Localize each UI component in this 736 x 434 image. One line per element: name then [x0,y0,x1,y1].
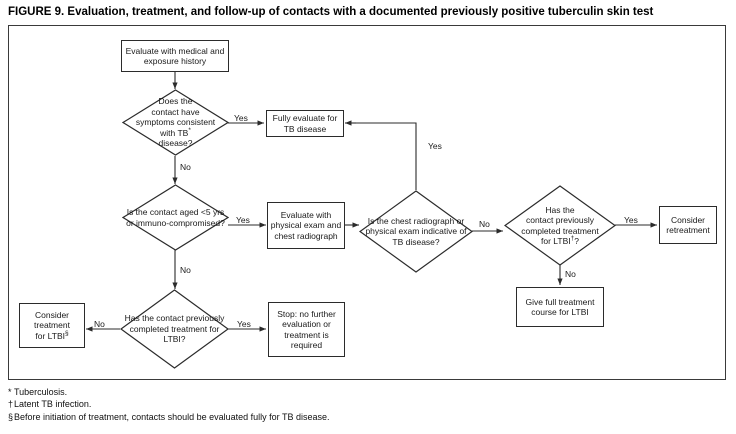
figure-title: FIGURE 9. Evaluation, treatment, and fol… [8,6,654,18]
edge-label-yes-radiograph: Yes [428,141,442,151]
node-give-full-treatment[interactable]: Give full treatment course for LTBI [516,287,604,327]
footnote-row: §Before initiation of treatment, contact… [8,411,708,423]
footnote-text: Tuberculosis. [14,387,68,397]
node-decision-radiograph-label: Is the chest radiograph or physical exam… [365,215,467,247]
footnote-mark: † [8,399,14,410]
node-consider-retreatment[interactable]: Consider retreatment [659,206,717,244]
footnote-mark: * [8,387,12,397]
edge-label-no-age: No [180,265,191,275]
node-start-evaluate[interactable]: Evaluate with medical and exposure histo… [121,40,229,72]
edge-label-no-radiograph: No [479,219,490,229]
edge-label-no-ltbi-right: No [565,269,576,279]
edge-label-yes-symptoms: Yes [234,113,248,123]
node-stop-no-further-label: Stop: no further evaluation or treatment… [277,308,336,351]
node-start-evaluate-label: Evaluate with medical and exposure histo… [125,45,225,67]
edge-label-yes-age: Yes [236,215,250,225]
figure-frame [8,25,726,380]
node-decision-radiograph[interactable]: Is the chest radiograph or physical exam… [359,190,473,273]
node-decision-age-label: Is the contact aged <5 yrs or immuno-com… [126,207,225,228]
node-decision-ltbi-bottom-label: Has the contact previously completed tre… [124,313,225,345]
edge-label-no-symptoms: No [180,162,191,172]
diamond-shape-icon [359,190,473,273]
node-stop-no-further[interactable]: Stop: no further evaluation or treatment… [268,302,345,357]
diamond-shape-icon [120,289,229,369]
diamond-shape-icon [122,184,229,251]
edge-label-yes-ltbi-right: Yes [624,215,638,225]
edge-label-no-ltbi-bottom: No [94,319,105,329]
node-decision-age[interactable]: Is the contact aged <5 yrs or immuno-com… [122,184,229,251]
node-evaluate-physical[interactable]: Evaluate with physical exam and chest ra… [267,202,345,249]
node-decision-ltbi-bottom[interactable]: Has the contact previously completed tre… [120,289,229,369]
footnote-text: Latent TB infection. [14,399,92,410]
footnote-row: †Latent TB infection. [8,398,708,410]
footnote-row: *Tuberculosis. [8,386,708,398]
footnote-mark: § [8,411,14,422]
node-consider-retreatment-label: Consider retreatment [666,214,710,236]
diamond-shape-icon [122,89,229,156]
footnotes: *Tuberculosis. †Latent TB infection. §Be… [8,386,708,423]
footnote-text: Before initiation of treatment, contacts… [14,411,330,422]
node-evaluate-physical-label: Evaluate with physical exam and chest ra… [270,209,342,241]
node-fully-evaluate[interactable]: Fully evaluate for TB disease [266,110,344,137]
edge-label-yes-ltbi-bottom: Yes [237,319,251,329]
node-fully-evaluate-label: Fully evaluate for TB disease [272,113,338,134]
diamond-shape-icon [504,185,616,266]
node-give-full-treatment-label: Give full treatment course for LTBI [525,296,595,318]
